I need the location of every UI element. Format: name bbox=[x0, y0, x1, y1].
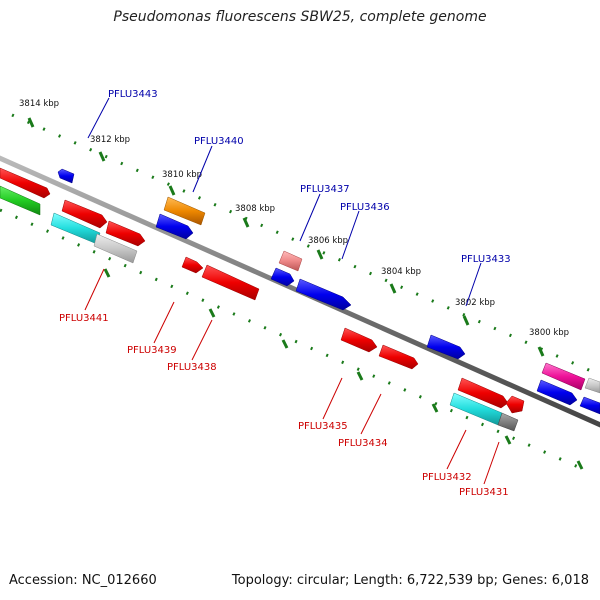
leader-line bbox=[360, 393, 382, 435]
gene-feature bbox=[378, 344, 419, 370]
gene-feature bbox=[278, 250, 303, 272]
major-tick bbox=[431, 403, 439, 413]
gene-feature bbox=[93, 233, 138, 264]
major-tick bbox=[389, 283, 397, 294]
gene-feature bbox=[536, 379, 578, 406]
gene-label: PFLU3435 bbox=[298, 421, 348, 432]
gene-feature bbox=[457, 377, 509, 409]
gene-feature bbox=[497, 412, 519, 432]
gene-label: PFLU3434 bbox=[338, 438, 388, 449]
gene-feature bbox=[61, 199, 108, 229]
scale-label: 3806 kbp bbox=[308, 236, 348, 246]
gene-label: PFLU3439 bbox=[127, 345, 177, 356]
leader-line bbox=[191, 319, 213, 361]
gene-label: PFLU3438 bbox=[167, 362, 217, 373]
gene-feature bbox=[201, 264, 260, 301]
gene-feature bbox=[57, 168, 75, 184]
inner-scale-track bbox=[0, 208, 586, 472]
major-tick bbox=[208, 308, 216, 318]
scale-label: 3804 kbp bbox=[381, 267, 421, 277]
gene-label: PFLU3441 bbox=[59, 313, 109, 324]
leader-line bbox=[322, 377, 343, 420]
gene-feature bbox=[163, 196, 206, 226]
scale-label: 3812 kbp bbox=[90, 135, 130, 145]
major-ticks bbox=[27, 117, 584, 470]
gene-label: PFLU3443 bbox=[108, 89, 158, 100]
gene-label: PFLU3440 bbox=[194, 136, 244, 147]
leader-line bbox=[446, 429, 467, 470]
major-tick bbox=[242, 217, 250, 228]
scale-label: 3808 kbp bbox=[235, 204, 275, 214]
gene-label: PFLU3433 bbox=[461, 254, 511, 265]
gene-feature bbox=[181, 256, 204, 274]
leader-line bbox=[153, 301, 175, 344]
scale-labels: 3814 kbp 3812 kbp 3810 kbp 3808 kbp 3806… bbox=[19, 99, 569, 338]
major-tick bbox=[537, 346, 545, 357]
major-tick bbox=[281, 339, 289, 349]
bottom-gene-labels: PFLU3441 PFLU3439 PFLU3438 PFLU3435 PFLU… bbox=[59, 313, 509, 498]
accession-text: Accession: NC_012660 bbox=[9, 573, 157, 588]
scale-label: 3800 kbp bbox=[529, 328, 569, 338]
top-leader-lines bbox=[87, 97, 482, 307]
gene-feature bbox=[0, 167, 51, 199]
gene-feature bbox=[105, 220, 146, 247]
map-title: Pseudomonas fluorescens SBW25, complete … bbox=[113, 9, 487, 25]
leader-line bbox=[483, 441, 500, 485]
major-tick bbox=[504, 435, 512, 445]
scale-label: 3802 kbp bbox=[455, 298, 495, 308]
gene-feature bbox=[295, 278, 352, 311]
gene-feature bbox=[340, 327, 378, 353]
major-tick bbox=[103, 268, 111, 278]
gene-label: PFLU3437 bbox=[300, 184, 350, 195]
leader-line bbox=[299, 193, 321, 242]
topology-text: Topology: circular; Length: 6,722,539 bp… bbox=[231, 573, 589, 588]
major-tick bbox=[27, 117, 35, 128]
gene-feature bbox=[541, 362, 586, 391]
gene-feature bbox=[579, 396, 600, 415]
scale-label: 3810 kbp bbox=[162, 170, 202, 180]
bottom-leader-lines bbox=[84, 268, 500, 485]
leader-line bbox=[87, 97, 110, 139]
major-tick bbox=[462, 315, 470, 326]
gene-label: PFLU3432 bbox=[422, 472, 472, 483]
gene-feature bbox=[0, 185, 41, 216]
scale-label: 3814 kbp bbox=[19, 99, 59, 109]
gene-label: PFLU3436 bbox=[340, 202, 390, 213]
major-tick bbox=[356, 371, 364, 381]
leader-line bbox=[192, 145, 213, 193]
gene-feature bbox=[155, 213, 194, 240]
gene-features bbox=[0, 167, 600, 432]
major-tick bbox=[576, 460, 584, 470]
major-tick bbox=[316, 249, 324, 260]
gene-feature bbox=[270, 267, 295, 287]
gene-feature bbox=[505, 395, 525, 414]
major-tick bbox=[168, 185, 176, 196]
gene-label: PFLU3431 bbox=[459, 487, 509, 498]
leader-line bbox=[465, 262, 482, 307]
leader-line bbox=[84, 268, 105, 311]
gene-feature bbox=[426, 334, 466, 360]
leader-line bbox=[341, 210, 360, 260]
top-gene-labels: PFLU3443 PFLU3440 PFLU3437 PFLU3436 PFLU… bbox=[108, 89, 511, 265]
major-tick bbox=[98, 151, 106, 162]
gene-feature bbox=[584, 377, 600, 394]
